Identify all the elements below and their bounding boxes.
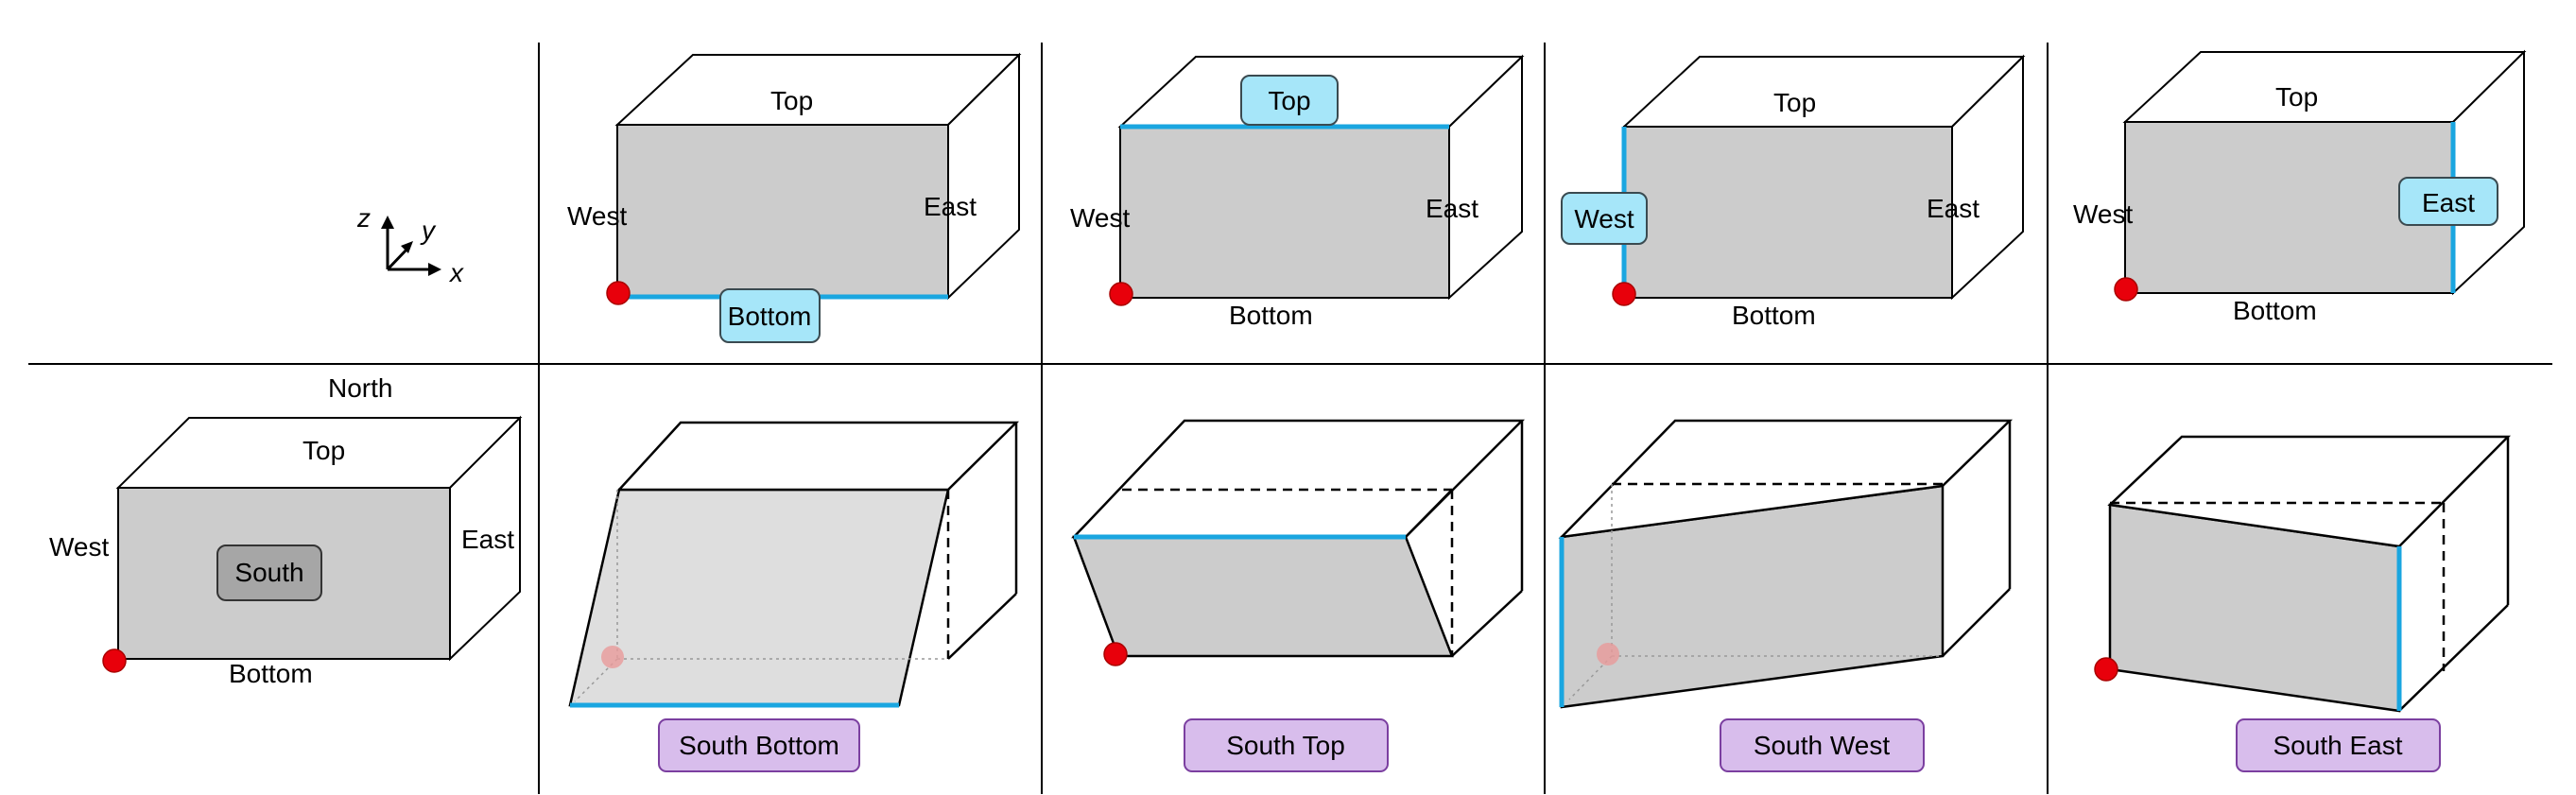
caption-south-west: South West bbox=[1754, 731, 1890, 760]
grid-lines bbox=[28, 43, 2552, 794]
label-west: West bbox=[2073, 199, 2133, 229]
box-south-top: South Top bbox=[1071, 419, 1526, 772]
front-face bbox=[616, 124, 949, 299]
label-east: East bbox=[2422, 188, 2475, 217]
box-top-highlight: Top West East Bottom bbox=[1070, 54, 1525, 330]
box-south-bottom: South Bottom bbox=[568, 421, 1020, 772]
back-bottom-edge bbox=[2398, 604, 2509, 712]
label-east: East bbox=[1426, 194, 1478, 223]
origin-marker bbox=[1612, 282, 1636, 306]
label-east: East bbox=[1927, 194, 1980, 223]
box-east-highlight: Top West East Bottom bbox=[2073, 49, 2527, 325]
box-bottom-highlight: Top West East Bottom bbox=[567, 52, 1022, 343]
back-bottom-edge bbox=[1942, 588, 2011, 657]
highlight-label-box bbox=[2398, 177, 2498, 226]
box-south-east: South East bbox=[2094, 435, 2511, 772]
highlight-label-box bbox=[1240, 75, 1339, 126]
z-arrowhead-icon bbox=[381, 216, 394, 229]
origin-marker bbox=[606, 281, 631, 305]
front-face bbox=[1119, 126, 1450, 299]
label-top: Top bbox=[2275, 82, 2318, 112]
x-arrowhead-icon bbox=[428, 263, 441, 276]
label-east: East bbox=[924, 192, 977, 221]
box-south-west: South West bbox=[1558, 419, 2014, 772]
top-face bbox=[616, 421, 1020, 492]
side-face bbox=[1951, 54, 2024, 301]
y-axis-arrow bbox=[386, 246, 410, 271]
origin-marker bbox=[1109, 282, 1133, 306]
box-reference-south: North Top West East Bottom South bbox=[49, 373, 523, 688]
highlight-label-box bbox=[719, 288, 821, 343]
label-bottom: Bottom bbox=[2233, 296, 2317, 325]
label-top: Top bbox=[1268, 86, 1310, 115]
label-top: Top bbox=[770, 86, 813, 115]
axis-label-y: y bbox=[420, 216, 437, 245]
sheared-front-face bbox=[568, 488, 950, 707]
label-south: South bbox=[234, 558, 303, 587]
origin-marker bbox=[1103, 642, 1128, 666]
label-bottom: Bottom bbox=[1229, 301, 1313, 330]
side-face bbox=[1448, 54, 1523, 301]
origin-marker bbox=[102, 648, 127, 673]
caption-box bbox=[2236, 718, 2441, 772]
label-north: North bbox=[328, 373, 392, 403]
origin-marker-faded bbox=[1597, 643, 1619, 665]
side-face bbox=[947, 52, 1020, 301]
label-bottom: Bottom bbox=[1732, 301, 1816, 330]
back-bottom-edge bbox=[947, 593, 1017, 660]
label-top: Top bbox=[1773, 88, 1816, 117]
south-label-box bbox=[216, 544, 322, 601]
front-face bbox=[1623, 126, 1953, 299]
origin-marker bbox=[2114, 277, 2138, 302]
label-bottom: Bottom bbox=[728, 302, 812, 331]
back-bottom-edge bbox=[1451, 590, 1523, 657]
y-arrowhead-icon bbox=[401, 241, 413, 253]
label-west: West bbox=[1070, 203, 1130, 233]
label-bottom: Bottom bbox=[229, 659, 313, 688]
label-west: West bbox=[1574, 204, 1634, 233]
highlight-label-box bbox=[1561, 192, 1648, 245]
caption-box bbox=[1720, 718, 1925, 772]
origin-marker bbox=[2094, 657, 2118, 682]
axis-indicator bbox=[381, 216, 441, 276]
axis-label-x: x bbox=[448, 258, 464, 287]
box-west-highlight: Top West East Bottom bbox=[1561, 54, 2026, 330]
label-west: West bbox=[567, 201, 627, 231]
caption-box bbox=[1184, 718, 1389, 772]
top-face bbox=[1071, 419, 1526, 539]
caption-south-top: South Top bbox=[1226, 731, 1345, 760]
connector-edge bbox=[1405, 489, 1453, 538]
side-face bbox=[449, 415, 521, 662]
caption-box bbox=[658, 718, 860, 772]
label-west: West bbox=[49, 532, 109, 562]
axis-label-z: z bbox=[356, 203, 371, 233]
caption-south-east: South East bbox=[2273, 731, 2403, 760]
origin-marker-faded bbox=[601, 646, 624, 668]
label-east: East bbox=[461, 525, 514, 554]
caption-south-bottom: South Bottom bbox=[679, 731, 839, 760]
label-top: Top bbox=[303, 436, 345, 465]
sheared-front-face bbox=[1072, 535, 1454, 658]
